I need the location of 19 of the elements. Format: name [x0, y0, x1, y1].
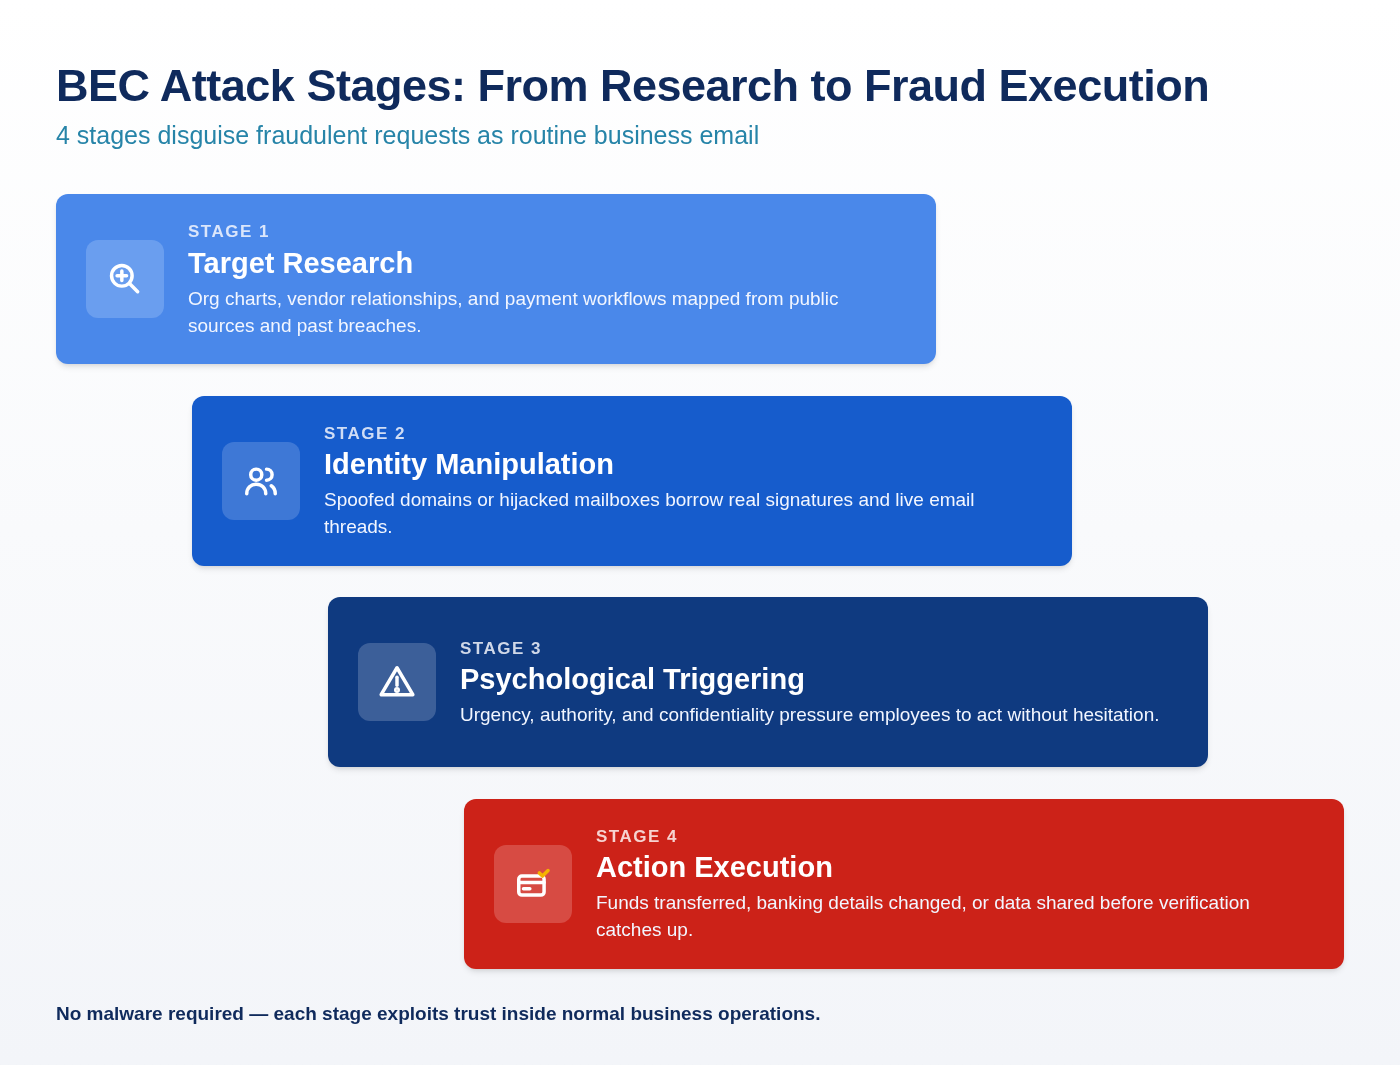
stage-description: Spoofed domains or hijacked mailboxes borrow real signatures and live email threads.: [324, 488, 976, 540]
stage-card: [192, 395, 1072, 566]
stage-title: Target Research: [188, 245, 415, 281]
stage-label: STAGE 4: [596, 825, 679, 848]
stage-description: Funds transferred, banking details changed, or data shared before verification catches up.: [596, 891, 1251, 943]
stage-card: [56, 194, 936, 364]
stage-card: [328, 597, 1208, 767]
stage-title: Action Execution: [596, 850, 834, 886]
subtitle: 4 stages disguise fraudulent requests as routine business email: [56, 120, 760, 151]
stage-card: [464, 798, 1344, 969]
stage-title: Psychological Triggering: [460, 662, 806, 698]
stage-label: STAGE 1: [188, 221, 271, 244]
stage-label: STAGE 2: [324, 422, 407, 445]
stage-label: STAGE 3: [460, 637, 543, 660]
footnote: No malware required — each stage exploits trust inside normal business operations.: [56, 1002, 821, 1026]
stage-description: Org charts, vendor relationships, and payment workflows mapped from public sources and past breaches.: [188, 286, 840, 338]
stage-title: Identity Manipulation: [324, 447, 615, 483]
stage-description: Urgency, authority, and confidentiality pressure employees to act without hesitation.: [460, 703, 1160, 728]
title: BEC Attack Stages: From Research to Fraud Execution: [56, 59, 1210, 113]
